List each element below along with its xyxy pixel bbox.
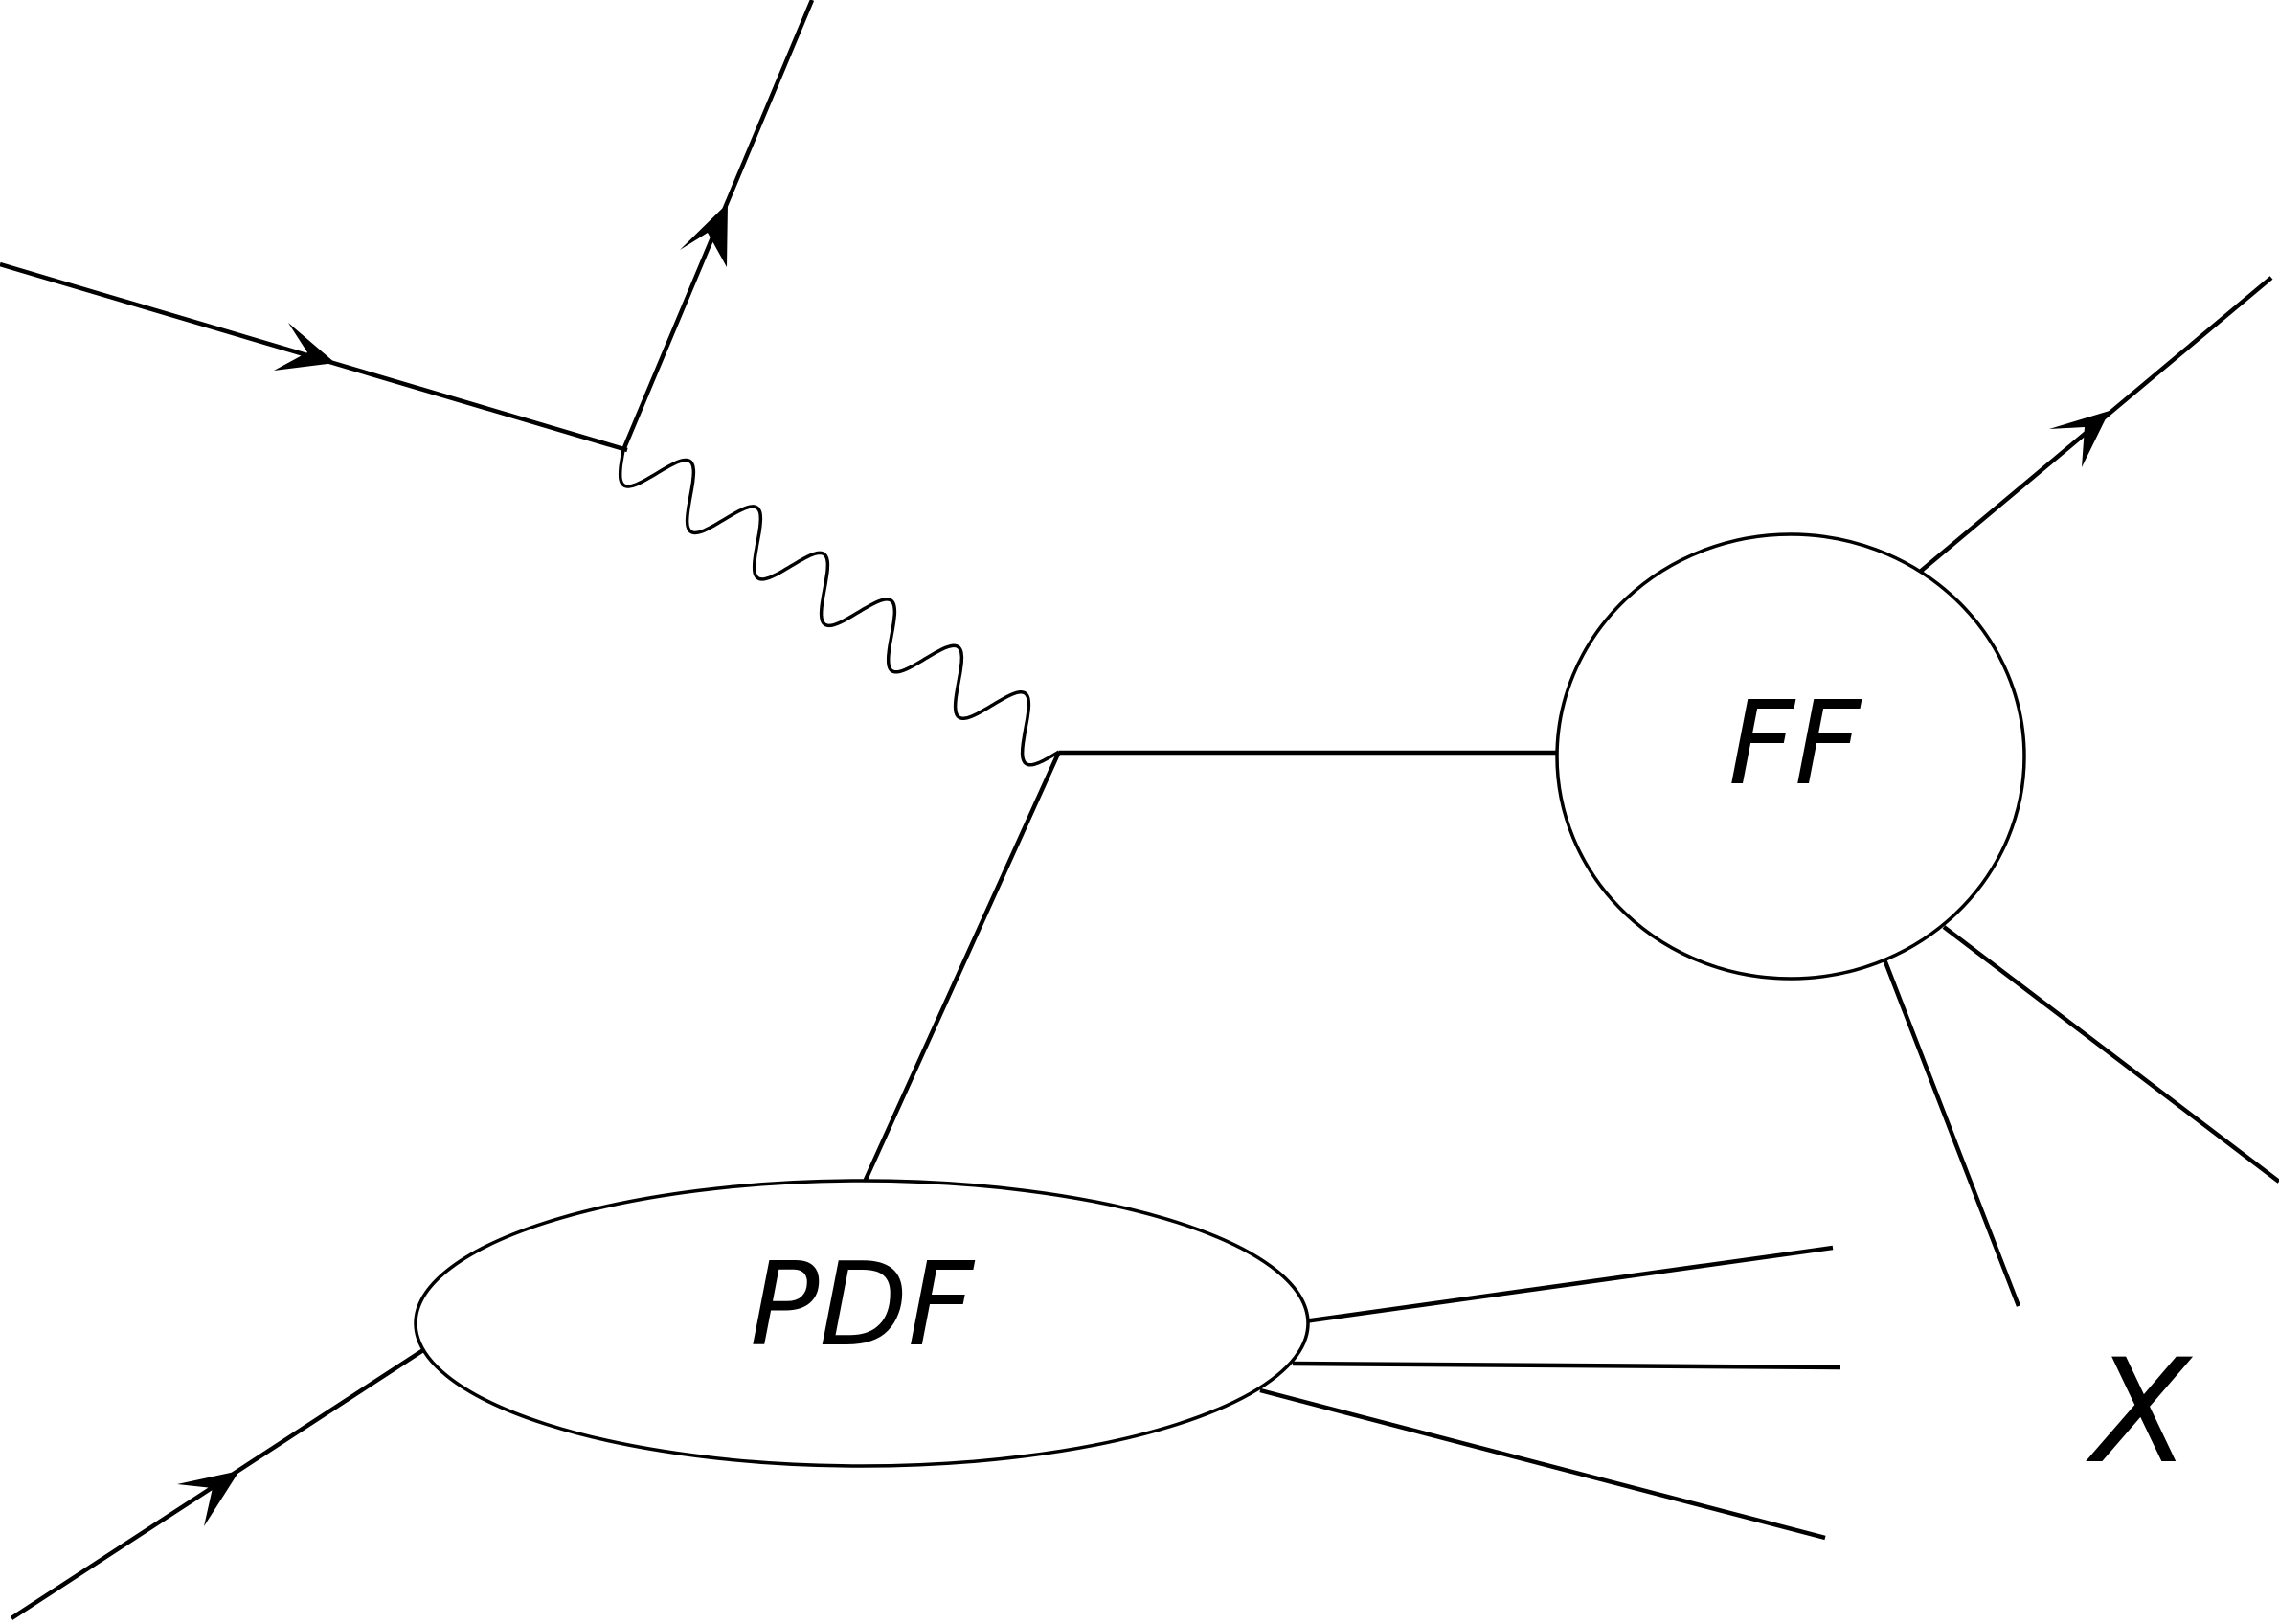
ff-label: FF xyxy=(1728,678,1862,811)
incoming-lepton-arrow xyxy=(274,323,335,371)
ff-side-line-right xyxy=(1942,925,2279,1184)
outgoing-lepton-arrow xyxy=(680,203,728,267)
incoming-quark-line xyxy=(862,751,1062,1183)
outgoing-hadron-arrow xyxy=(2049,411,2110,467)
x-label: X xyxy=(2086,1329,2194,1496)
remnant-line-middle xyxy=(1292,1361,1841,1370)
ff-blob xyxy=(1555,532,2026,981)
virtual-photon-line xyxy=(618,449,1060,767)
remnant-line-lower xyxy=(1259,1387,1826,1541)
incoming-proton-arrow xyxy=(177,1471,239,1526)
pdf-label: PDF xyxy=(750,1239,976,1372)
pdf-blob xyxy=(414,1179,1310,1468)
remnant-line-upper xyxy=(1303,1245,1834,1324)
ff-side-line-lower xyxy=(1882,959,2021,1307)
